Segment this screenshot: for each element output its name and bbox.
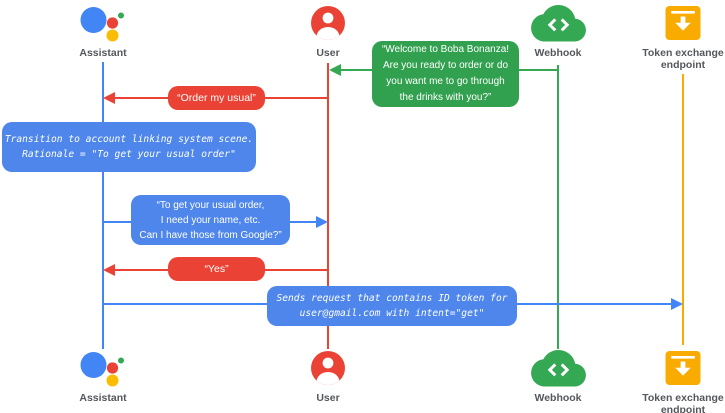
actor-label: User bbox=[316, 392, 340, 404]
note-transition-account-linking: Transition to account linking system sce… bbox=[2, 122, 256, 172]
actor-token-endpoint-top: Token exchange endpoint bbox=[623, 2, 725, 71]
user-icon bbox=[310, 2, 346, 44]
webhook-icon bbox=[530, 347, 586, 389]
webhook-icon bbox=[530, 2, 586, 44]
actor-label: Webhook bbox=[534, 392, 582, 404]
lifeline-token-endpoint bbox=[682, 74, 684, 345]
arrowhead-icon bbox=[316, 216, 328, 228]
actor-webhook-top: Webhook bbox=[498, 2, 618, 59]
actor-label: Assistant bbox=[79, 392, 127, 404]
token-exchange-endpoint-icon bbox=[664, 347, 702, 389]
actor-user-top: User bbox=[268, 2, 388, 59]
message-bubble-order-my-usual: “Order my usual” bbox=[168, 86, 265, 110]
arrowhead-icon bbox=[103, 92, 115, 104]
actor-user-bottom: User bbox=[268, 347, 388, 404]
actor-webhook-bottom: Webhook bbox=[498, 347, 618, 404]
actor-label: Assistant bbox=[79, 47, 127, 59]
user-icon bbox=[310, 347, 346, 389]
actor-label: Webhook bbox=[534, 47, 582, 59]
actor-label: User bbox=[316, 47, 340, 59]
message-bubble-ask-google: “To get your usual order, I need your na… bbox=[131, 195, 290, 245]
actor-label: Token exchange endpoint bbox=[642, 47, 724, 71]
lifeline-user bbox=[327, 63, 329, 349]
message-bubble-welcome: “Welcome to Boba Bonanza! Are you ready … bbox=[372, 41, 519, 107]
token-exchange-endpoint-icon bbox=[664, 2, 702, 44]
actor-assistant-top: Assistant bbox=[43, 2, 163, 59]
message-bubble-yes: “Yes” bbox=[168, 257, 265, 281]
arrowhead-icon bbox=[329, 64, 341, 76]
assistant-icon bbox=[80, 347, 126, 389]
arrowhead-icon bbox=[103, 264, 115, 276]
actor-token-endpoint-bottom: Token exchange endpoint bbox=[623, 347, 725, 413]
assistant-icon bbox=[80, 2, 126, 44]
lifeline-webhook bbox=[557, 65, 559, 349]
lifeline-assistant bbox=[102, 62, 104, 349]
actor-assistant-bottom: Assistant bbox=[43, 347, 163, 404]
arrowhead-icon bbox=[671, 298, 683, 310]
actor-label: Token exchange endpoint bbox=[642, 392, 724, 413]
message-bubble-send-request: Sends request that contains ID token for… bbox=[267, 286, 517, 326]
